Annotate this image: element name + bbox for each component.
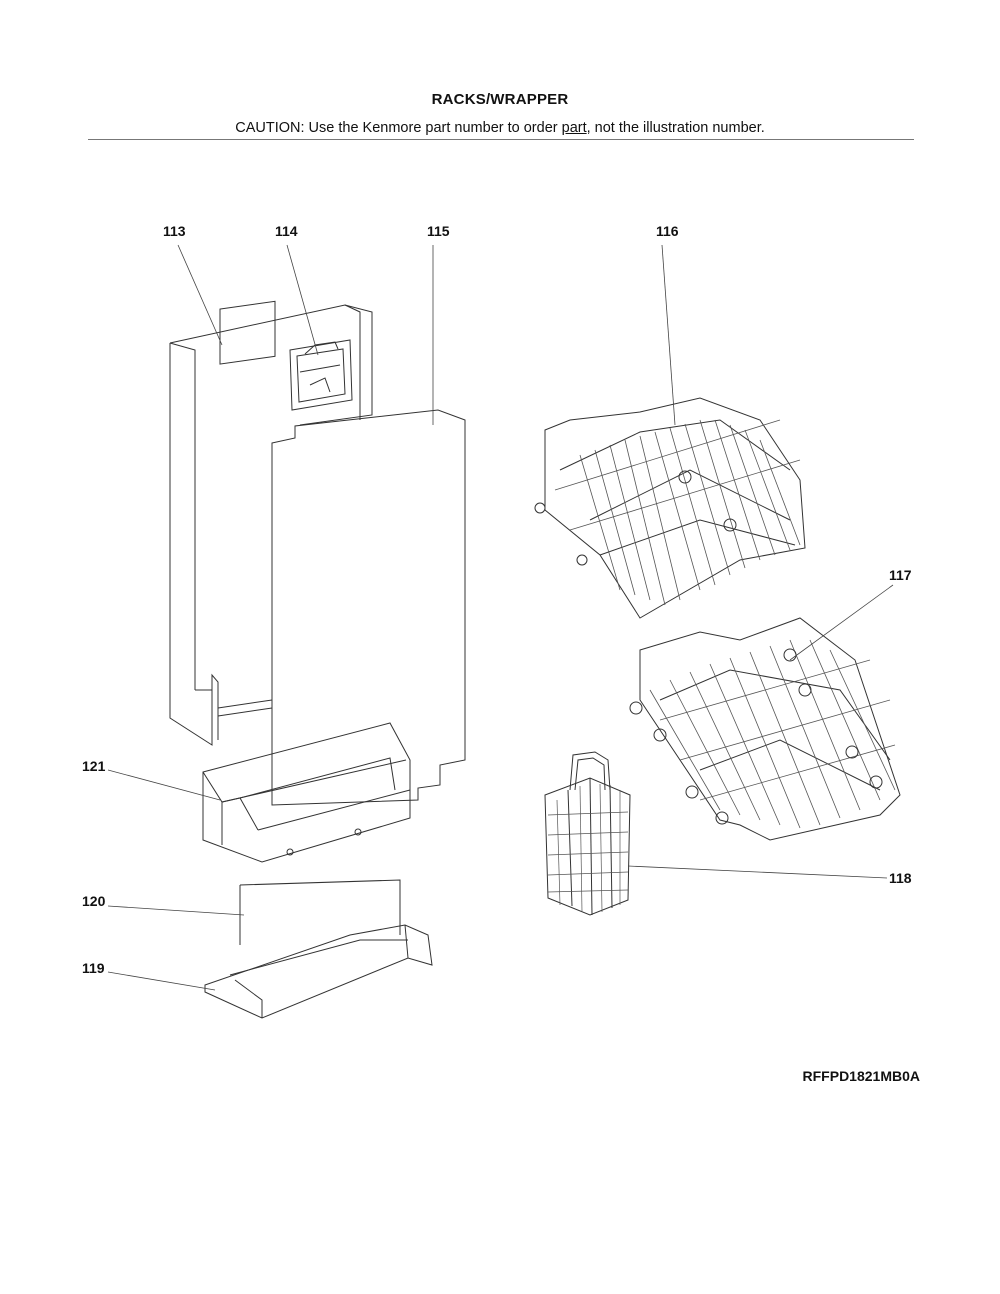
caution-underlined-word: part: [561, 120, 587, 136]
base-bracket: [204, 924, 433, 1019]
caution-prefix: CAUTION: Use the Kenmore part number to …: [235, 120, 562, 136]
header-rule: [88, 139, 914, 140]
callout-117: 117: [889, 567, 912, 583]
callout-113: 113: [163, 223, 186, 239]
callout-114: 114: [275, 223, 298, 239]
callout-115: 115: [427, 223, 450, 239]
leader-lines: [107, 244, 894, 991]
caution-suffix: , not the illustration number.: [586, 120, 765, 136]
page-title: RACKS/WRAPPER: [431, 91, 569, 108]
insulation-block: [202, 722, 411, 863]
callout-121: 121: [82, 758, 106, 774]
callout-116: 116: [656, 223, 679, 239]
model-code: RFFPD1821MB0A: [802, 1068, 920, 1084]
cutlery-basket: [544, 751, 631, 916]
callout-119: 119: [82, 960, 105, 976]
callout-118: 118: [889, 870, 912, 886]
caution-note: CAUTION: Use the Kenmore part number to …: [0, 120, 1000, 136]
bracket-part: [289, 339, 353, 411]
callout-120: 120: [82, 893, 106, 909]
side-wrapper-panel: [169, 300, 373, 746]
rod-part: [239, 879, 401, 945]
upper-rack: [534, 397, 806, 619]
lower-rack: [629, 617, 901, 841]
liner-sheet: [271, 409, 466, 806]
